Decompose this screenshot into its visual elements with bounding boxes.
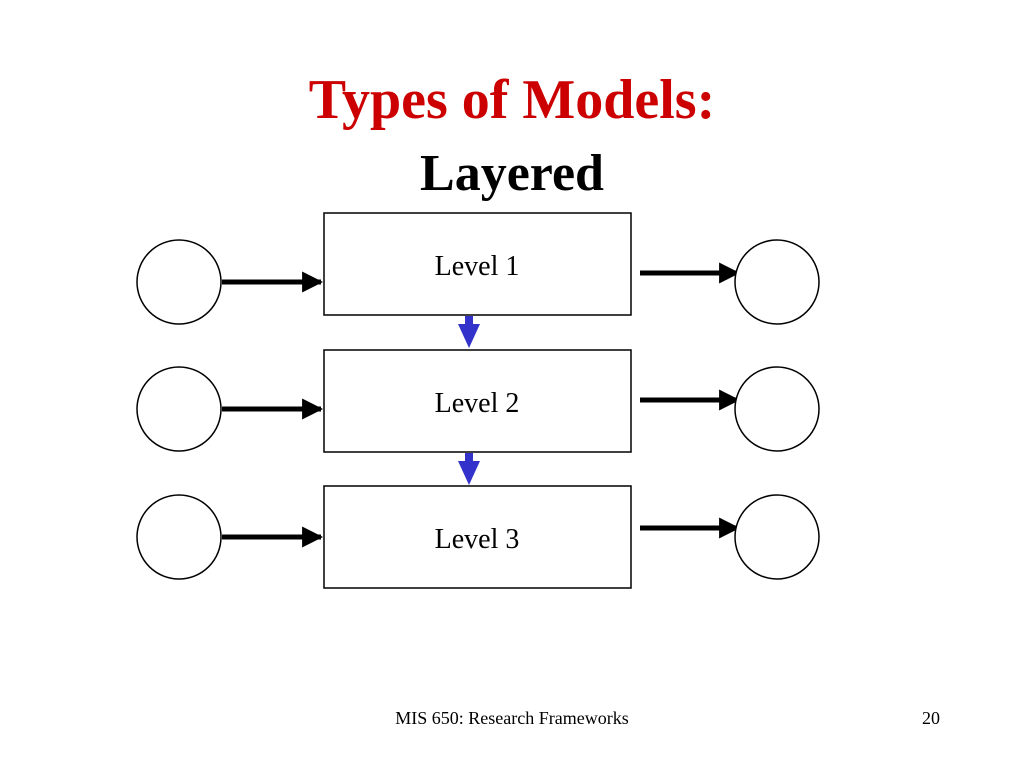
- level-box-3: [323, 485, 632, 589]
- input-node-1: [136, 239, 222, 325]
- page-number: 20: [922, 708, 940, 728]
- output-node-3: [734, 494, 820, 580]
- level-label-1: Level 1: [435, 251, 520, 282]
- input-node-3: [136, 494, 222, 580]
- footer-text: MIS 650: Research Frameworks: [395, 708, 629, 728]
- level-label-2: Level 2: [435, 388, 520, 419]
- down-arrow-1: [458, 316, 480, 348]
- down-arrow-2: [458, 453, 480, 485]
- output-node-1: [734, 239, 820, 325]
- level-label-3: Level 3: [435, 524, 520, 555]
- input-node-2: [136, 366, 222, 452]
- output-node-2: [734, 366, 820, 452]
- level-box-2: [323, 349, 632, 453]
- slide-subtitle: Layered: [420, 145, 604, 202]
- slide-title: Types of Models:: [308, 69, 716, 131]
- level-box-1: [323, 212, 632, 316]
